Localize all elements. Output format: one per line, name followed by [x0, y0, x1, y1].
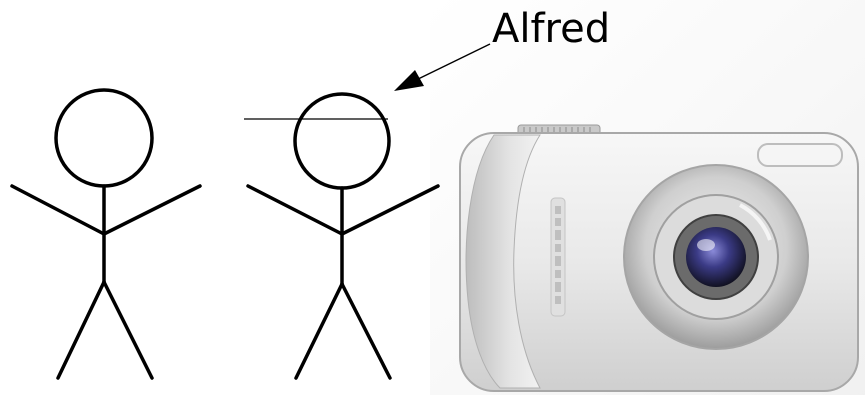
- head-right: [295, 94, 389, 188]
- callout-label-alfred: Alfred: [492, 4, 610, 54]
- right-arm-left: [104, 186, 200, 234]
- lens-glass: [686, 227, 746, 287]
- left-arm-right: [248, 186, 342, 234]
- compact-digital-camera-icon: [460, 125, 858, 391]
- right-arm-right: [342, 186, 438, 234]
- left-arm-left: [12, 186, 104, 234]
- right-leg-left: [104, 282, 152, 378]
- right-leg-right: [342, 284, 390, 378]
- brand-mark: [551, 198, 565, 316]
- camera-flash: [758, 144, 842, 166]
- arrowhead: [394, 70, 424, 91]
- left-leg-right: [296, 284, 342, 378]
- stick-figure-left: [12, 90, 200, 378]
- left-leg-left: [58, 282, 104, 378]
- head-left: [56, 90, 152, 186]
- stick-figure-right: [248, 94, 438, 378]
